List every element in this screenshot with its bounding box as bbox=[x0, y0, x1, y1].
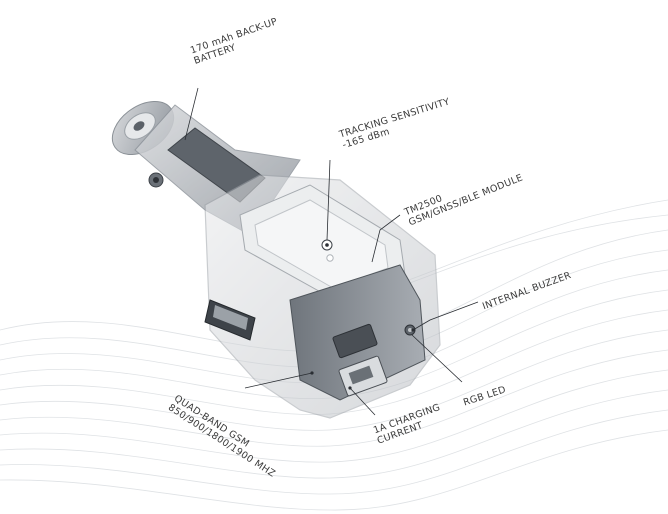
usb-port bbox=[204, 299, 256, 341]
callout-leaders bbox=[184, 87, 479, 416]
callout-dots bbox=[310, 243, 415, 390]
